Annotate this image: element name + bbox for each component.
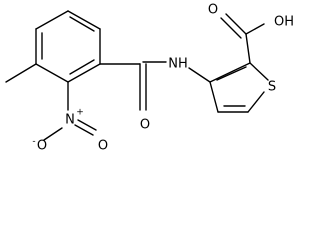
molecule-diagram: O OH NH S O N + - O O bbox=[5, 3, 294, 154]
nitro-nitrogen-label: N bbox=[65, 113, 75, 128]
nitro-n-o-double-bond bbox=[74, 124, 94, 136]
bond-inner bbox=[216, 66, 247, 81]
nitro-n-o-bond bbox=[43, 127, 63, 141]
nitro-oxygen-left-label: O bbox=[37, 139, 47, 154]
bond bbox=[209, 62, 251, 83]
nitro-minus-charge: - bbox=[32, 137, 35, 147]
thiophene-ring bbox=[209, 62, 269, 113]
bond-inner bbox=[69, 59, 95, 75]
benzene-ring bbox=[35, 10, 101, 83]
amide-oxygen-label: O bbox=[140, 118, 150, 133]
carboxyl-double-bond bbox=[225, 13, 247, 35]
nitro-plus-charge: + bbox=[76, 108, 84, 118]
bond bbox=[249, 62, 269, 81]
bond bbox=[209, 81, 219, 113]
methyl-bond bbox=[5, 63, 37, 83]
hydroxyl-label: OH bbox=[274, 15, 294, 30]
n-c3-bond bbox=[188, 67, 211, 83]
nitro-n-o-double-bond bbox=[77, 119, 97, 131]
bond-inner bbox=[69, 16, 95, 32]
sulfur-label: S bbox=[268, 80, 276, 95]
bond bbox=[67, 63, 101, 83]
carboxyl-double-bond bbox=[220, 17, 242, 39]
bond bbox=[67, 10, 101, 30]
bond bbox=[35, 63, 69, 83]
carboxyl-oxygen-label: O bbox=[208, 3, 218, 18]
carboxyl-oh-bond bbox=[245, 23, 265, 35]
bond bbox=[247, 91, 265, 113]
amine-label: NH bbox=[168, 57, 188, 72]
structure-drawing: O OH NH S O N + - O O bbox=[5, 3, 294, 154]
carboxyl-bond bbox=[245, 33, 251, 64]
bond bbox=[35, 10, 69, 30]
nitro-oxygen-bottom-label: O bbox=[98, 139, 108, 154]
